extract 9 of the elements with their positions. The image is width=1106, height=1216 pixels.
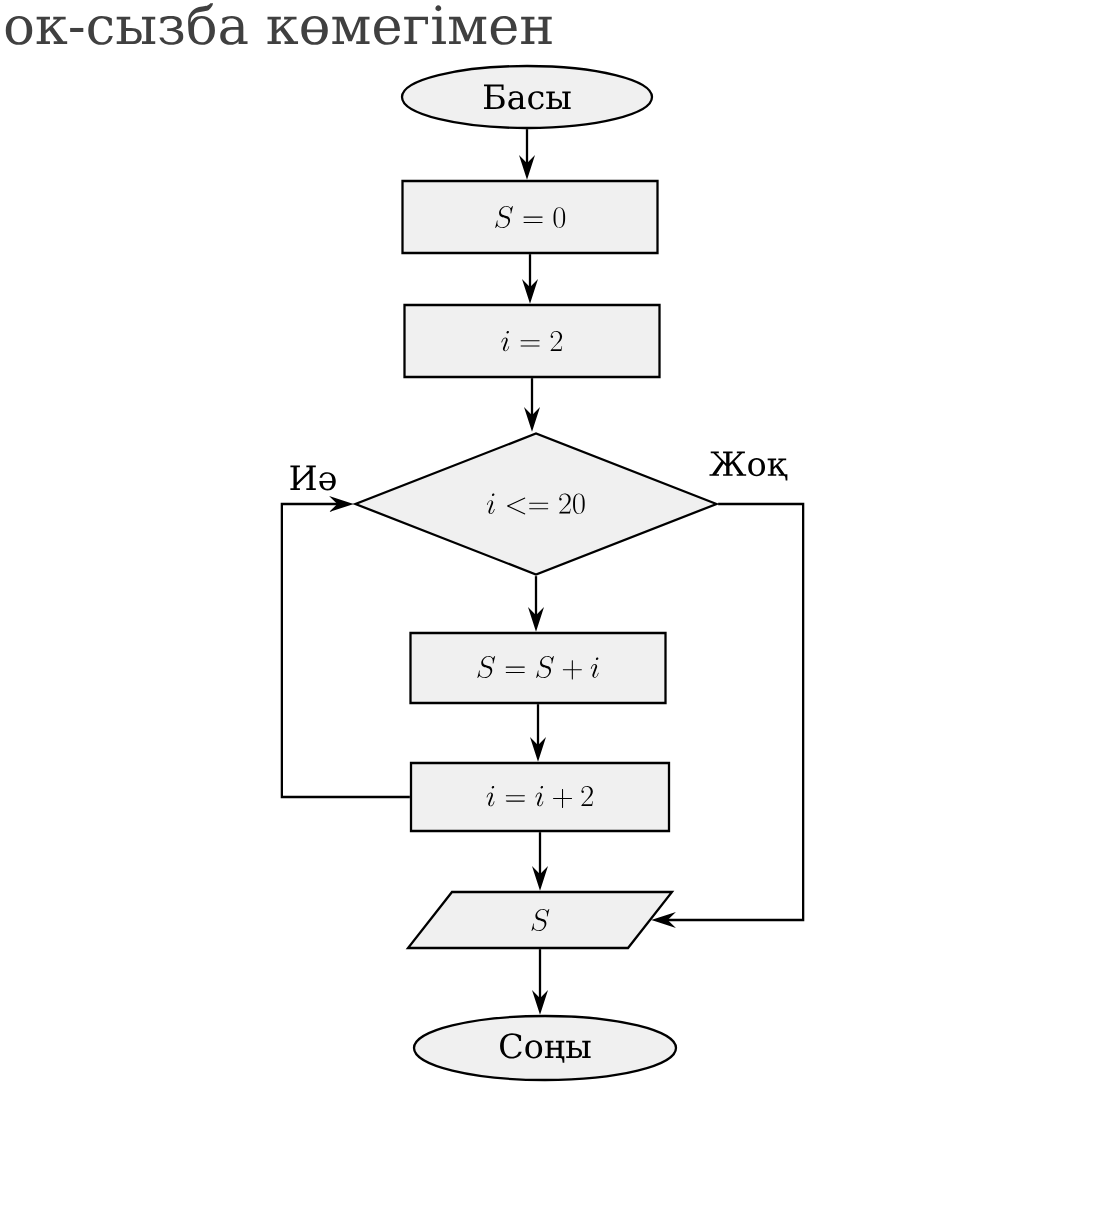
process-box: $S = S + i$ xyxy=(409,631,667,705)
arrow xyxy=(280,496,410,799)
branch-label: Иә xyxy=(290,465,336,491)
process-box: $i = 2$ xyxy=(403,303,661,379)
terminal-oval: Басы xyxy=(400,64,654,130)
process-box: $i = i + 2$ xyxy=(409,761,671,833)
heading-text: ок-сызба көмегімен xyxy=(5,3,552,45)
process-box: $S = 0$ xyxy=(401,179,659,255)
terminal-oval: Соңы xyxy=(412,1014,678,1082)
